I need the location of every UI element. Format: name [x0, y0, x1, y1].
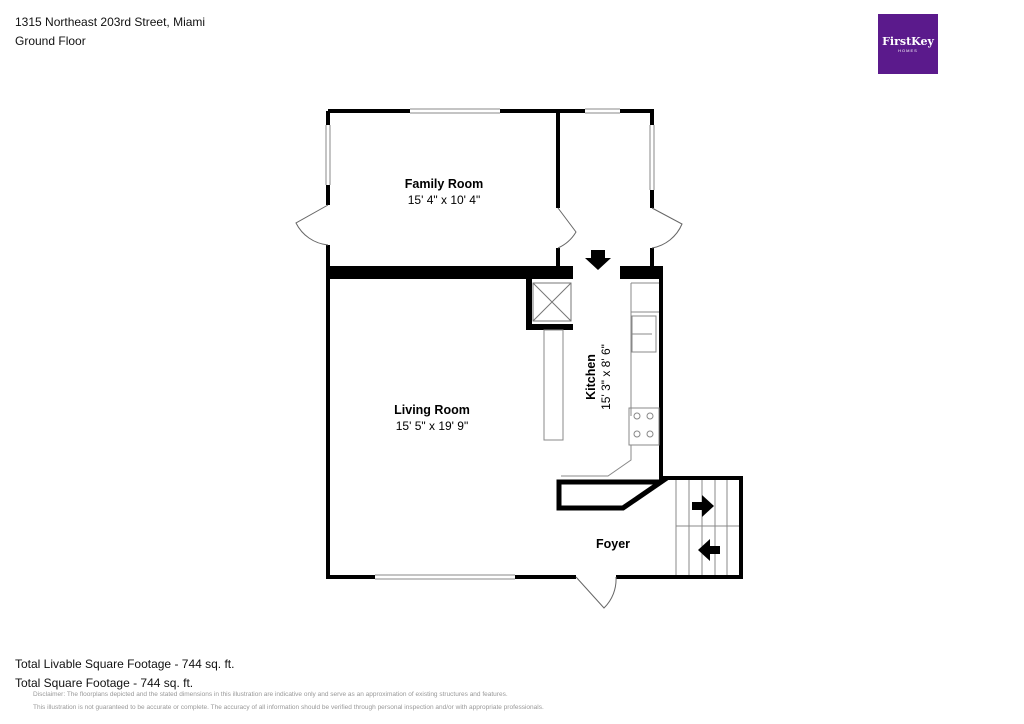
window-gaps: [325, 108, 655, 580]
counter-wall: [556, 479, 670, 511]
windows: [325, 108, 655, 580]
entry-arrow-icon: [585, 250, 611, 270]
room-name-family: Family Room: [405, 177, 484, 191]
wall-divider-left: [326, 266, 573, 279]
wall-divider-right: [620, 266, 663, 279]
kitchen-fixtures: [543, 282, 660, 477]
property-address: 1315 Northeast 203rd Street, Miami: [15, 15, 206, 29]
closet-wall: [526, 279, 573, 330]
livable-sqft: Total Livable Square Footage - 744 sq. f…: [15, 657, 235, 671]
logo-brand: FirstKey: [882, 35, 934, 48]
room-name-foyer: Foyer: [596, 537, 630, 551]
doors: [295, 204, 683, 609]
firstkey-logo: FirstKey HOMES: [878, 14, 938, 74]
stairs: [675, 480, 739, 575]
walls: [326, 109, 743, 579]
room-name-kitchen: Kitchen: [584, 354, 598, 400]
logo-sub: HOMES: [898, 48, 918, 53]
total-sqft: Total Square Footage - 744 sq. ft.: [15, 676, 194, 690]
floor-label: Ground Floor: [15, 34, 86, 48]
room-dims-living: 15' 5" x 19' 9": [396, 419, 468, 433]
room-name-living: Living Room: [394, 403, 470, 417]
stair-down-arrow-icon: [698, 539, 720, 561]
disclaimer-line-2: This illustration is not guaranteed to b…: [33, 704, 544, 711]
room-dims-kitchen: 15' 3" x 8' 6": [599, 344, 613, 410]
door-gaps: [325, 205, 655, 580]
closet: [532, 282, 572, 322]
disclaimer-line-1: Disclaimer: The floorplans depicted and …: [33, 691, 508, 698]
stair-up-arrow-icon: [692, 495, 714, 517]
room-dims-family: 15' 4" x 10' 4": [408, 193, 480, 207]
